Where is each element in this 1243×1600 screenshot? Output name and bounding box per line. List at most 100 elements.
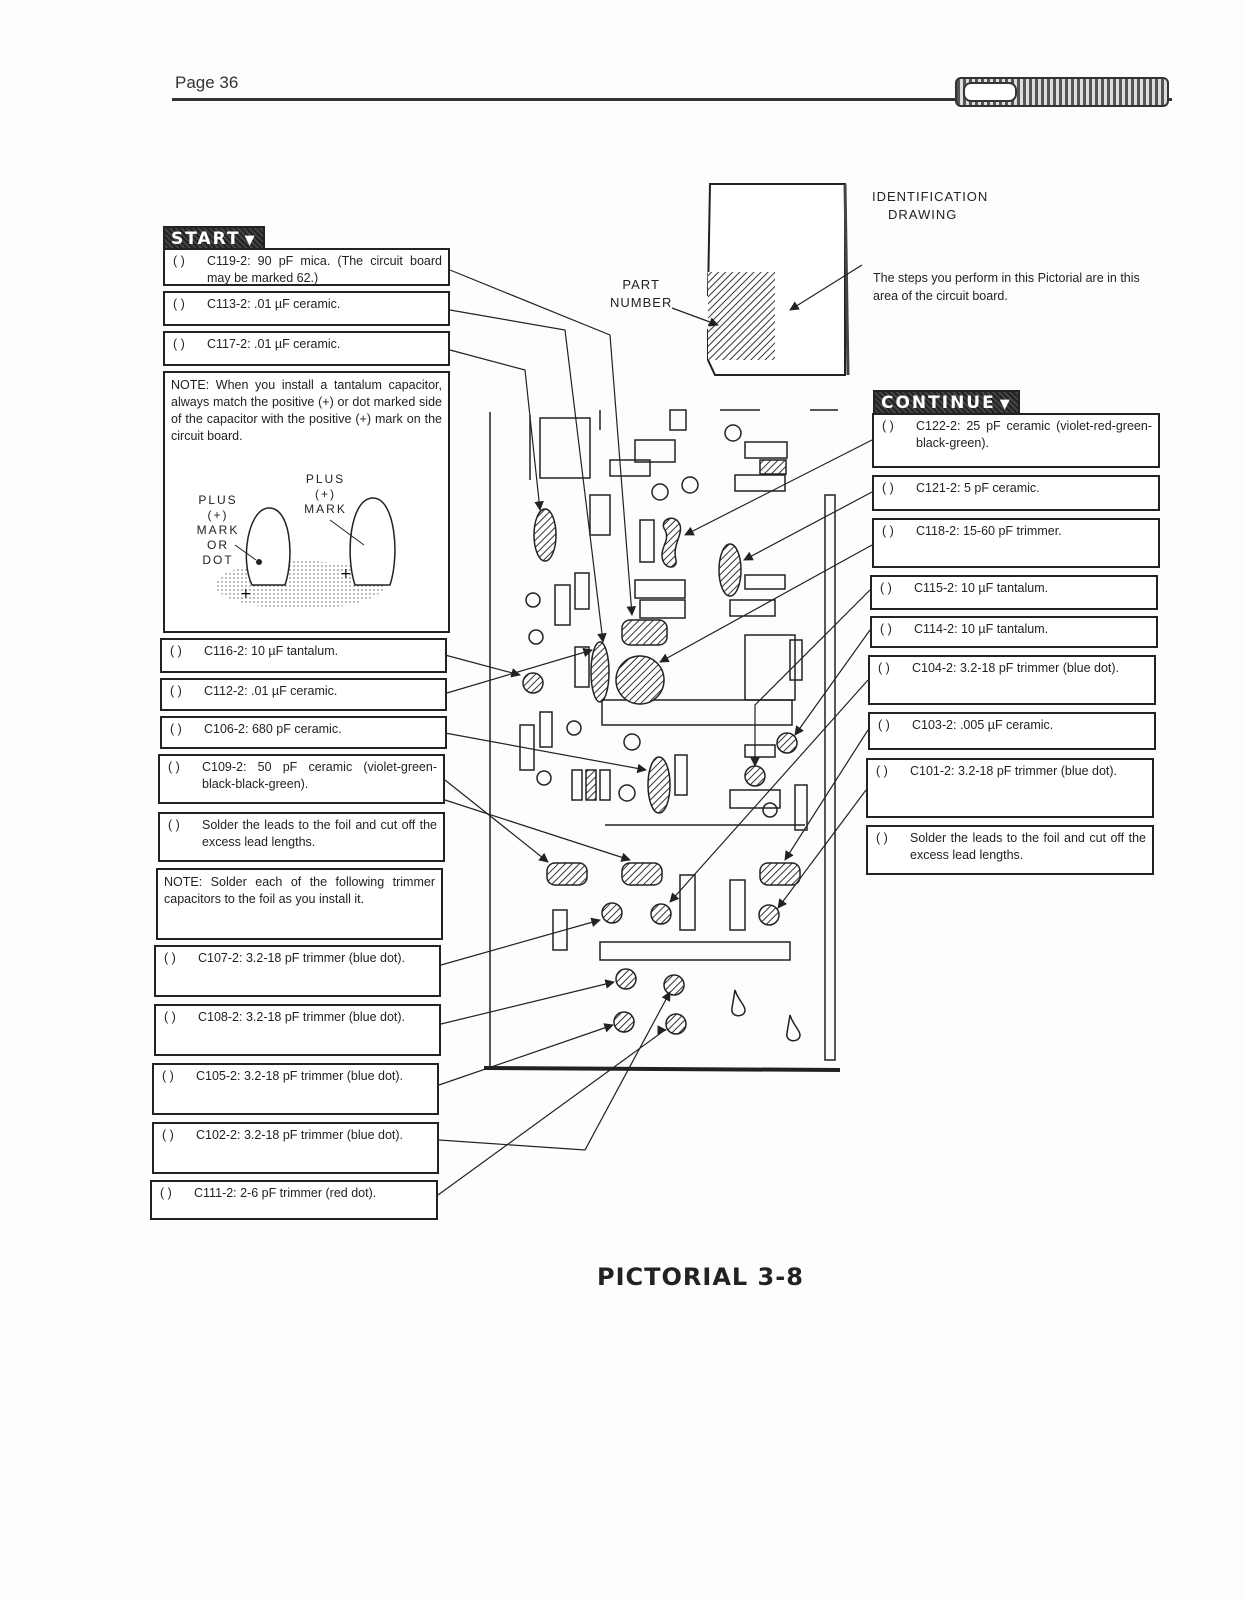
step-checkbox[interactable]: ( ): [162, 1128, 174, 1142]
page-number: Page 36: [175, 73, 239, 92]
step-checkbox[interactable]: ( ): [168, 760, 180, 774]
label-line: (+): [207, 508, 229, 522]
step-checkbox[interactable]: ( ): [168, 818, 180, 832]
step-c121[interactable]: ( ) C121-2: 5 pF ceramic.: [872, 475, 1160, 511]
step-text: C113-2: .01 µF ceramic.: [207, 297, 341, 311]
label-line: (+): [315, 487, 336, 501]
step-c102[interactable]: ( ) C102-2: 3.2-18 pF trimmer (blue dot)…: [152, 1122, 439, 1174]
step-checkbox[interactable]: ( ): [170, 722, 182, 736]
step-text: C107-2: 3.2-18 pF trimmer (blue dot).: [198, 951, 406, 965]
step-checkbox[interactable]: ( ): [164, 951, 176, 965]
arrow-down-icon: ▼: [999, 397, 1012, 412]
label-line: MARK: [304, 502, 347, 516]
step-text: C116-2: 10 µF tantalum.: [204, 644, 339, 658]
step-checkbox[interactable]: ( ): [170, 644, 182, 658]
step-checkbox[interactable]: ( ): [170, 684, 182, 698]
step-text: C104-2: 3.2-18 pF trimmer (blue dot).: [912, 661, 1120, 675]
leader-lines: [437, 269, 873, 1196]
step-checkbox[interactable]: ( ): [880, 581, 892, 595]
tantalum-figure: + +: [215, 497, 396, 609]
continue-banner-text: CONTINUE: [881, 393, 996, 413]
step-checkbox[interactable]: ( ): [164, 1010, 176, 1024]
start-banner-text: START: [171, 229, 241, 249]
svg-text:+: +: [340, 566, 352, 582]
step-text: C119-2: 90 pF mica. (The circuit board m…: [207, 254, 442, 285]
circuit-board: [483, 409, 841, 1072]
step-checkbox[interactable]: ( ): [173, 337, 185, 351]
step-checkbox[interactable]: ( ): [882, 481, 894, 495]
step-c119[interactable]: ( ) C119-2: 90 pF mica. (The circuit boa…: [163, 248, 450, 286]
tantalum-left-label: PLUS (+) MARK OR DOT: [193, 493, 243, 568]
step-text: C109-2: 50 pF ceramic (violet-green-blac…: [202, 760, 437, 791]
step-text: Solder the leads to the foil and cut off…: [910, 831, 1146, 862]
step-c105[interactable]: ( ) C105-2: 3.2-18 pF trimmer (blue dot)…: [152, 1063, 439, 1115]
svg-text:+: +: [240, 586, 252, 602]
step-c118[interactable]: ( ) C118-2: 15-60 pF trimmer.: [872, 518, 1160, 568]
trimmer-note-text: NOTE: Solder each of the following trimm…: [164, 875, 435, 906]
step-checkbox[interactable]: ( ): [882, 419, 894, 433]
step-text: C114-2: 10 µF tantalum.: [914, 622, 1049, 636]
step-checkbox[interactable]: ( ): [173, 297, 185, 311]
pictorial-caption: PICTORIAL 3-8: [597, 1263, 804, 1291]
step-text: C112-2: .01 µF ceramic.: [204, 684, 338, 698]
step-checkbox[interactable]: ( ): [160, 1186, 172, 1200]
step-c111[interactable]: ( ) C111-2: 2-6 pF trimmer (red dot).: [150, 1180, 438, 1220]
step-checkbox[interactable]: ( ): [876, 831, 888, 845]
step-solder-right[interactable]: ( ) Solder the leads to the foil and cut…: [866, 825, 1154, 875]
step-text: C122-2: 25 pF ceramic (violet-red-green-…: [916, 419, 1152, 450]
step-checkbox[interactable]: ( ): [880, 622, 892, 636]
step-checkbox[interactable]: ( ): [173, 254, 185, 268]
label-line: PLUS: [305, 472, 346, 486]
step-text: C121-2: 5 pF ceramic.: [916, 481, 1040, 495]
step-text: C105-2: 3.2-18 pF trimmer (blue dot).: [196, 1069, 404, 1083]
header-rule: [172, 98, 1172, 101]
highlighted-parts: [522, 508, 801, 1035]
step-text: C101-2: 3.2-18 pF trimmer (blue dot).: [910, 764, 1118, 778]
step-checkbox[interactable]: ( ): [876, 764, 888, 778]
step-c108[interactable]: ( ) C108-2: 3.2-18 pF trimmer (blue dot)…: [154, 1004, 441, 1056]
label-line: IDENTIFICATION: [872, 189, 989, 204]
step-text: C102-2: 3.2-18 pF trimmer (blue dot).: [196, 1128, 404, 1142]
identification-description: The steps you perform in this Pictorial …: [873, 271, 1140, 303]
step-c117[interactable]: ( ) C117-2: .01 µF ceramic.: [163, 331, 450, 366]
start-banner: START▼: [163, 226, 265, 252]
step-c104[interactable]: ( ) C104-2: 3.2-18 pF trimmer (blue dot)…: [868, 655, 1156, 705]
arrow-down-icon: ▼: [244, 233, 257, 248]
label-line: OR DOT: [202, 538, 234, 567]
label-line: DRAWING: [888, 207, 958, 222]
step-text: Solder the leads to the foil and cut off…: [202, 818, 437, 849]
step-text: C115-2: 10 µF tantalum.: [914, 581, 1049, 595]
step-checkbox[interactable]: ( ): [878, 661, 890, 675]
step-c107[interactable]: ( ) C107-2: 3.2-18 pF trimmer (blue dot)…: [154, 945, 441, 997]
step-c114[interactable]: ( ) C114-2: 10 µF tantalum.: [870, 616, 1158, 648]
label-line: PLUS: [198, 493, 238, 507]
step-text: C103-2: .005 µF ceramic.: [912, 718, 1054, 732]
step-text: C118-2: 15-60 pF trimmer.: [916, 524, 1062, 538]
trimmer-note: NOTE: Solder each of the following trimm…: [156, 868, 443, 940]
continue-banner: CONTINUE▼: [873, 390, 1020, 416]
label-line: MARK: [196, 523, 240, 537]
step-c103[interactable]: ( ) C103-2: .005 µF ceramic.: [868, 712, 1156, 750]
brand-logo-icon: [955, 77, 1169, 107]
step-text: C108-2: 3.2-18 pF trimmer (blue dot).: [198, 1010, 406, 1024]
step-text: C117-2: .01 µF ceramic.: [207, 337, 341, 351]
step-checkbox[interactable]: ( ): [162, 1069, 174, 1083]
step-text: C106-2: 680 pF ceramic.: [204, 722, 342, 736]
step-c112[interactable]: ( ) C112-2: .01 µF ceramic.: [160, 678, 447, 711]
label-line: PART: [622, 277, 660, 292]
label-line: NUMBER: [610, 295, 673, 310]
step-c122[interactable]: ( ) C122-2: 25 pF ceramic (violet-red-gr…: [872, 413, 1160, 468]
step-c115[interactable]: ( ) C115-2: 10 µF tantalum.: [870, 575, 1158, 610]
step-checkbox[interactable]: ( ): [882, 524, 894, 538]
step-checkbox[interactable]: ( ): [878, 718, 890, 732]
part-number-label: PART NUMBER: [610, 276, 672, 312]
step-c106[interactable]: ( ) C106-2: 680 pF ceramic.: [160, 716, 447, 749]
identification-drawing: [671, 183, 863, 376]
step-solder-left[interactable]: ( ) Solder the leads to the foil and cut…: [158, 812, 445, 862]
step-c109[interactable]: ( ) C109-2: 50 pF ceramic (violet-green-…: [158, 754, 445, 804]
step-c116[interactable]: ( ) C116-2: 10 µF tantalum.: [160, 638, 447, 673]
step-c101[interactable]: ( ) C101-2: 3.2-18 pF trimmer (blue dot)…: [866, 758, 1154, 818]
step-text: C111-2: 2-6 pF trimmer (red dot).: [194, 1186, 377, 1200]
step-c113[interactable]: ( ) C113-2: .01 µF ceramic.: [163, 291, 450, 326]
